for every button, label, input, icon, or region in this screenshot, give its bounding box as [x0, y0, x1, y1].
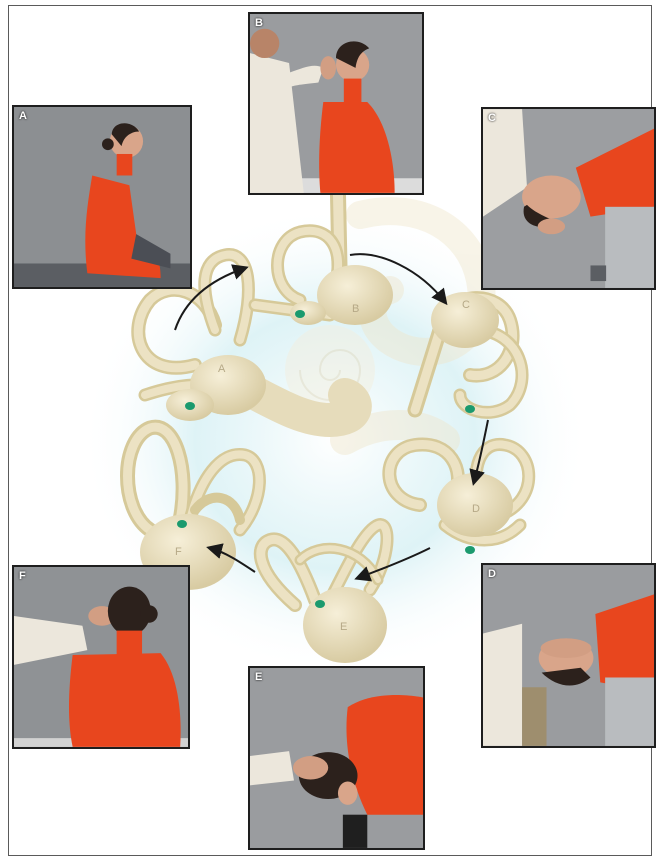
- otolith-icon: [185, 402, 195, 410]
- photo-panel-f: F: [12, 565, 190, 749]
- panel-label-f: F: [19, 570, 26, 582]
- panel-label-c: C: [488, 112, 496, 124]
- photo-panel-c: C: [481, 107, 656, 290]
- panel-label-d: D: [488, 568, 496, 580]
- panel-label-a: A: [19, 110, 27, 122]
- roll-head-illustration: [483, 565, 654, 746]
- labyrinth-label-c: C: [462, 299, 470, 311]
- otolith-icon: [295, 310, 305, 318]
- labyrinth-label-a: A: [218, 363, 226, 375]
- otolith-icon: [177, 520, 187, 528]
- labyrinth-label-f: F: [175, 546, 182, 558]
- photo-panel-a: A: [12, 105, 192, 289]
- panel-label-b: B: [255, 17, 263, 29]
- head-turn-illustration: [250, 14, 422, 193]
- photo-panel-d: D: [481, 563, 656, 748]
- labyrinth-label-e: E: [340, 621, 347, 633]
- labyrinth-label-d: D: [472, 503, 480, 515]
- sitting-back-view-illustration: [14, 567, 188, 747]
- photo-panel-b: B: [248, 12, 424, 195]
- supine-head-hang-illustration: [483, 109, 654, 288]
- seated-patient-illustration: [14, 107, 190, 287]
- panel-label-e: E: [255, 671, 262, 683]
- photo-panel-e: E: [248, 666, 425, 850]
- otolith-icon: [465, 405, 475, 413]
- face-down-illustration: [250, 668, 423, 848]
- otolith-icon: [465, 546, 475, 554]
- otolith-icon: [315, 600, 325, 608]
- labyrinth-label-b: B: [352, 303, 359, 315]
